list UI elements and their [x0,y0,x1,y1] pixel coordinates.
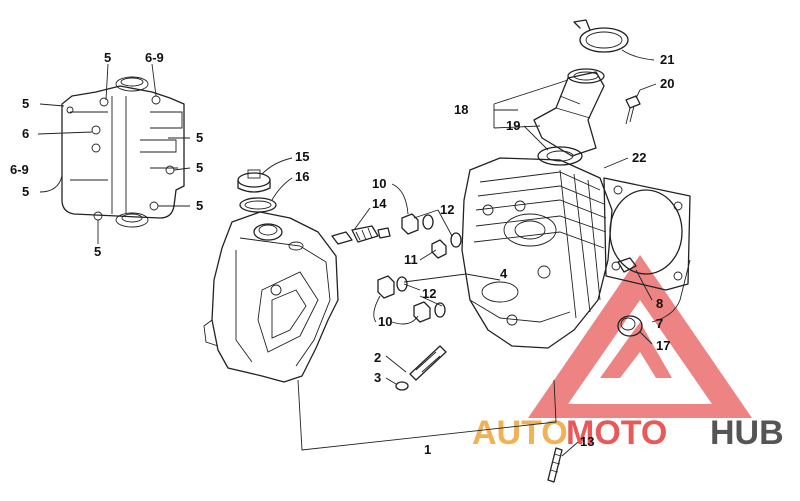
callout-2: 2 [374,350,381,365]
callout-18: 18 [454,102,468,117]
plug-8 [617,257,637,273]
watermark-word-auto: AUTO [472,414,568,452]
callout-7: 7 [656,316,663,331]
callout-5: 5 [22,96,29,111]
filler-cap [237,169,271,193]
callout-5: 5 [94,244,101,259]
callout-16: 16 [295,169,309,184]
callout-12: 12 [440,202,454,217]
callout-6-9: 6-9 [10,162,29,177]
callout-6-9: 6-9 [145,50,164,65]
callout-8: 8 [656,296,663,311]
callout-5: 5 [22,184,29,199]
callout-3: 3 [374,370,381,385]
callout-5: 5 [196,198,203,213]
callout-21: 21 [660,52,674,67]
cap-17 [617,315,643,337]
leader-lines [37,49,691,457]
o-ring [239,197,277,213]
intake-gasket [537,146,583,166]
watermark-word-hub: HUB [710,414,784,452]
callout-20: 20 [660,76,674,91]
callout-10: 10 [372,176,386,191]
cylinder-head-cover [203,211,339,383]
callout-15: 15 [295,149,309,164]
callout-4: 4 [500,266,508,281]
callout-5: 5 [196,130,203,145]
callout-14: 14 [372,196,387,211]
bolt-20 [625,95,641,125]
callout-12: 12 [422,286,436,301]
spark-plug [331,225,391,245]
intake-pipe [533,68,605,157]
callout-17: 17 [656,338,670,353]
callout-19: 19 [506,118,520,133]
callout-6: 6 [22,126,29,141]
cylinder-head [461,157,613,349]
callout-1: 1 [424,442,431,457]
hose-clamp [573,19,629,53]
callout-labels: 5 6-9 5 6 6-9 5 5 5 5 5 15 16 10 14 12 1… [10,50,674,457]
watermark-word-moto: MOTO [566,414,667,452]
callout-11: 11 [404,252,418,267]
callout-22: 22 [632,150,646,165]
head-gasket [603,177,691,291]
watermark-triangle [528,255,752,418]
callout-10: 10 [378,314,392,329]
cylinder-head-cover-top-view [61,76,185,228]
callout-5: 5 [104,50,111,65]
watermark-logo [528,255,752,418]
callout-5: 5 [196,160,203,175]
fasteners [377,213,462,323]
watermark-inner-mark [600,322,672,378]
callout-13: 13 [580,434,594,449]
stud-bolt [395,345,447,391]
stud-13 [547,447,563,483]
